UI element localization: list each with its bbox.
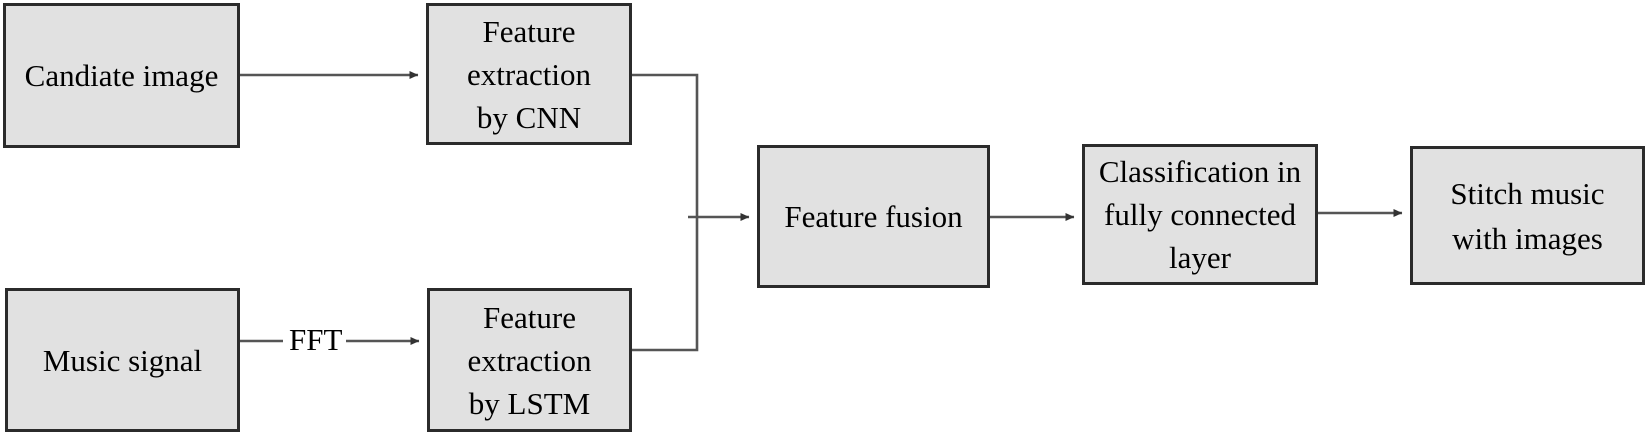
node-feature-extraction-lstm[interactable]: Feature extraction by LSTM xyxy=(427,288,632,432)
edge-label-fft: FFT xyxy=(285,324,347,355)
node-feature-extraction-cnn[interactable]: Feature extraction by CNN xyxy=(426,3,632,145)
node-music-signal[interactable]: Music signal xyxy=(5,288,240,432)
node-candidate-image[interactable]: Candiate image xyxy=(3,3,240,148)
node-label-cnn-line3: by CNN xyxy=(476,99,582,135)
edge-lstm-to-fusion xyxy=(632,217,699,352)
node-label-lstm-line1: Feature xyxy=(483,299,576,335)
node-classification-fc-layer[interactable]: Classification in fully connected layer xyxy=(1082,144,1318,285)
node-feature-fusion[interactable]: Feature fusion xyxy=(757,145,990,288)
edge-cnn-to-fusion xyxy=(632,73,699,217)
node-label-lstm-line3: by LSTM xyxy=(468,385,591,421)
node-label-classification-line2: fully connected xyxy=(1104,197,1296,232)
node-label-cnn-line2: extraction xyxy=(467,56,591,92)
node-label-feature-fusion: Feature fusion xyxy=(784,199,963,234)
node-label-classification-line1: Classification in xyxy=(1098,154,1302,189)
node-label-candidate-image: Candiate image xyxy=(24,58,219,93)
node-label-stitch-line1: Stitch music xyxy=(1450,175,1605,211)
node-label-cnn-line1: Feature xyxy=(482,13,576,49)
node-label-classification-line3: layer xyxy=(1169,240,1231,275)
node-stitch-music-with-images[interactable]: Stitch music with images xyxy=(1410,146,1645,285)
node-label-music-signal: Music signal xyxy=(42,342,203,378)
node-label-stitch-line2: with images xyxy=(1452,220,1603,256)
node-label-lstm-line2: extraction xyxy=(467,342,592,378)
